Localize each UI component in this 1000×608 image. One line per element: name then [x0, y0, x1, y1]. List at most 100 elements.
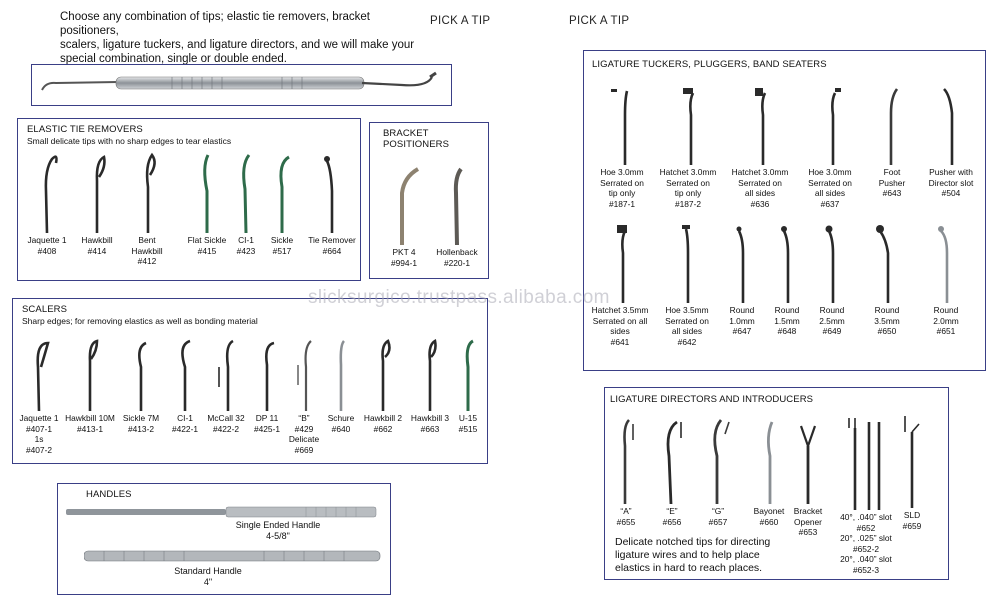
tip-code: #412 — [137, 256, 157, 266]
tucker-name: Round — [874, 305, 900, 315]
tip-hollenback[interactable]: Hollenback #220-1 — [430, 163, 484, 268]
tucker-code: #504 — [941, 188, 961, 198]
tucker-round-3-5[interactable]: Round 3.5mm #650 — [866, 223, 908, 337]
tip-jaquette-1[interactable]: Jaquette 1 #408 — [22, 151, 72, 256]
tip-bent-hawkbill[interactable]: Bent Hawkbill #412 — [124, 151, 170, 267]
tip-code: #415 — [197, 245, 217, 256]
scaler-code: #407-1 — [25, 423, 53, 434]
tip-code: #664 — [322, 245, 342, 256]
panel-subtitle: Sharp edges; for removing elastics as we… — [22, 316, 258, 326]
watermark: slicksurgico.trustpass.alibaba.com — [308, 287, 610, 308]
scaler-b-delicate[interactable]: “B” #429 Delicate #669 — [283, 337, 325, 455]
scaler-name: DP 11 — [255, 413, 279, 423]
tucker-name: Hoe 3.0mm — [808, 167, 852, 177]
director-name: “E” — [666, 506, 678, 516]
scaler-schure[interactable]: Schure #640 — [323, 337, 359, 434]
tip-code: #414 — [87, 245, 107, 256]
scaler-mccall-32[interactable]: McCall 32 #422-2 — [203, 337, 249, 434]
intro-line: special combination, single or double en… — [60, 53, 287, 65]
scaler-hawkbill-10m[interactable]: Hawkbill 10M #413-1 — [63, 337, 117, 434]
tucker-code: #641 — [610, 336, 630, 347]
director-a[interactable]: “A” #655 — [611, 416, 641, 527]
scaler-name: Hawkbill 2 — [363, 413, 403, 423]
director-e[interactable]: “E” #656 — [657, 416, 687, 527]
schure-scaler-icon — [339, 340, 346, 411]
director-code: #659 — [902, 520, 922, 531]
hawkbill-10m-scaler-icon — [88, 339, 99, 411]
tucker-desc2: all sides — [744, 188, 776, 198]
hoe-tip-icon — [831, 88, 841, 165]
tucker-name: Round — [819, 305, 845, 315]
tucker-pusher-director[interactable]: Pusher with Director slot #504 — [920, 85, 982, 199]
tucker-desc: Serrated on — [738, 177, 782, 188]
director-g[interactable]: “G” #657 — [703, 416, 733, 527]
tucker-name: Pusher with — [929, 167, 973, 177]
u-15-scaler-icon — [465, 339, 474, 411]
scaler-ci-1[interactable]: CI-1 #422-1 — [165, 337, 205, 434]
tucker-hatchet-3-0-tip[interactable]: Hatchet 3.0mm Serrated on tip only #187-… — [656, 85, 720, 209]
tucker-name: Hatchet 3.5mm — [591, 305, 649, 315]
tip-sickle[interactable]: Sickle #517 — [264, 151, 300, 256]
director-bayonet[interactable]: Bayonet #660 — [747, 416, 791, 527]
scaler-hawkbill-2[interactable]: Hawkbill 2 #662 — [359, 337, 407, 434]
director-bracket-opener[interactable]: Bracket Opener #653 — [787, 416, 829, 538]
tip-name: Bent — [138, 235, 156, 245]
scaler-name: “B” — [298, 413, 310, 423]
pick-a-tip-label: PICK A TIP — [569, 15, 630, 27]
tie-remover-tip-icon — [324, 156, 334, 233]
scaler-sickle-7m[interactable]: Sickle 7M #413-2 — [117, 337, 165, 434]
tucker-size: 1.5mm — [774, 315, 800, 326]
tucker-code: #650 — [877, 326, 897, 336]
scaler-code: #429 — [294, 423, 314, 434]
scaler-u-15[interactable]: U-15 #515 — [451, 337, 485, 434]
tucker-hoe-3-5[interactable]: Hoe 3.5mm Serrated on all sides #642 — [656, 223, 718, 347]
scaler-dp-11[interactable]: DP 11 #425-1 — [247, 337, 287, 434]
director-sld[interactable]: SLD #659 — [895, 412, 929, 531]
tucker-foot-pusher[interactable]: Foot Pusher #643 — [872, 85, 912, 199]
tip-flat-sickle[interactable]: Flat Sickle #415 — [178, 151, 236, 256]
tucker-desc2: all sides — [671, 326, 703, 336]
director-slot-40-040[interactable]: 40°, .040” slot #652 20°, .025” slot #65… — [829, 512, 903, 575]
tucker-round-2-5[interactable]: Round 2.5mm #649 — [812, 223, 852, 337]
tucker-round-2-0[interactable]: Round 2.0mm #651 — [924, 223, 968, 337]
note-line: Delicate notched tips for directing — [615, 536, 771, 548]
bracket-positioners-panel: BRACKET POSITIONERS PKT 4 #994-1 Hollenb… — [369, 122, 489, 279]
scaler-code: #413-1 — [76, 423, 104, 434]
sickle-7m-scaler-icon — [138, 341, 147, 411]
scaler-name: McCall 32 — [207, 413, 245, 423]
tucker-code: #642 — [677, 336, 697, 347]
mccall-32-scaler-icon — [218, 339, 234, 411]
tucker-name: Hatchet 3.0mm — [659, 167, 717, 177]
tip-tie-remover[interactable]: Tie Remover #664 — [306, 151, 358, 256]
handle-length: 4-5/8" — [266, 531, 290, 541]
pkt-4-tip-icon — [400, 167, 420, 245]
tucker-hoe-3-0-tip[interactable]: Hoe 3.0mm Serrated on tip only #187-1 — [592, 85, 652, 209]
tucker-hatchet-3-5[interactable]: Hatchet 3.5mm Serrated on all sides #641 — [588, 223, 652, 347]
tip-name: CI-1 — [238, 235, 254, 245]
hollenback-tip-icon — [453, 167, 463, 246]
tucker-hoe-3-0-all[interactable]: Hoe 3.0mm Serrated on all sides #637 — [800, 85, 860, 209]
scalers-panel: SCALERS Sharp edges; for removing elasti… — [12, 298, 488, 464]
tucker-code: #647 — [732, 326, 752, 336]
tucker-round-1-0[interactable]: Round 1.0mm #647 — [722, 223, 762, 337]
scaler-name: Hawkbill 10M — [65, 413, 115, 423]
tucker-round-1-5[interactable]: Round 1.5mm #648 — [767, 223, 807, 337]
scaler-jaquette-1[interactable]: Jaquette 1 #407-1 1s #407-2 — [15, 337, 63, 455]
pick-a-tip-label: PICK A TIP — [430, 15, 491, 27]
tucker-code: #187-1 — [608, 198, 636, 209]
b-delicate-scaler-icon — [297, 340, 312, 411]
tip-hawkbill[interactable]: Hawkbill #414 — [74, 151, 120, 256]
tucker-size: 3.5mm — [874, 315, 900, 326]
scaler-hawkbill-3[interactable]: Hawkbill 3 #663 — [407, 337, 453, 434]
tip-ci-1[interactable]: CI-1 #423 — [228, 151, 264, 256]
tip-pkt-4[interactable]: PKT 4 #994-1 — [380, 163, 428, 268]
scaler-name-alt: Delicate — [288, 434, 320, 444]
tucker-desc2: tip only — [608, 188, 636, 198]
scaler-name: Sickle 7M — [122, 413, 160, 423]
tucker-hatchet-3-0-all[interactable]: Hatchet 3.0mm Serrated on all sides #636 — [728, 85, 792, 209]
tip-code: #994-1 — [390, 257, 418, 268]
scaler-code: #663 — [420, 423, 440, 434]
tucker-desc: Serrated on — [808, 177, 852, 188]
hatchet-tip-icon — [755, 88, 767, 165]
tucker-name: Hoe 3.5mm — [665, 305, 709, 315]
